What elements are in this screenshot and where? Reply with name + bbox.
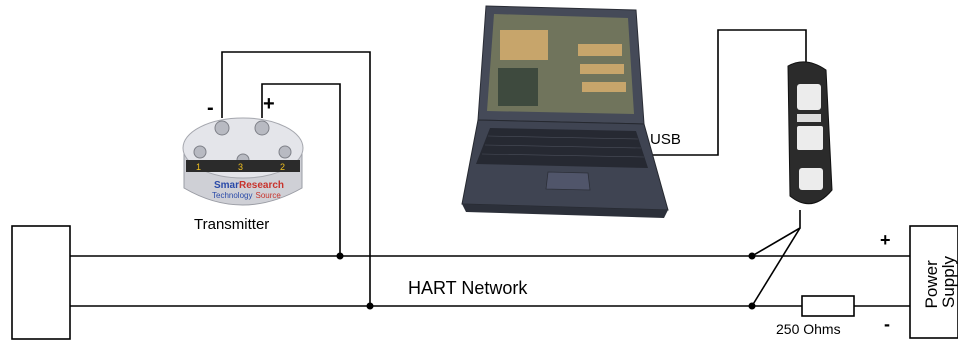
supply-plus-sign: + [880, 230, 891, 250]
power-supply-line2: Supply [939, 256, 958, 308]
laptop-computer [461, 5, 669, 218]
terminal-screw [193, 145, 207, 159]
junction-dot [748, 252, 756, 260]
junction-dot [366, 302, 374, 310]
terminal-screw [254, 120, 270, 136]
transmitter-minus-lead [221, 51, 371, 306]
screen-image [498, 68, 538, 106]
usb-label: USB [650, 131, 681, 148]
terminal-screw [214, 120, 230, 136]
terminal-number: 3 [238, 162, 243, 172]
laptop-keyboard [476, 128, 648, 168]
transmitter-brand: SmarResearch [214, 180, 284, 191]
junction-dots [336, 252, 756, 310]
modem-lead-b [751, 227, 801, 307]
screen-window-panel [582, 82, 626, 92]
terminal-number: 2 [280, 162, 285, 172]
screen-window-panel [500, 30, 548, 60]
power-supply-box [909, 225, 958, 339]
resistor-label: 250 Ohms [776, 321, 841, 337]
modem-barcode [797, 114, 821, 122]
tagline-part-b: Source [255, 191, 281, 200]
transmitter-plus-lead [261, 83, 341, 256]
brand-part-b: Research [239, 180, 284, 191]
supply-minus-sign: - [884, 314, 890, 334]
modem-label-top [797, 84, 821, 110]
transmitter-label: Transmitter [194, 216, 269, 233]
keyboard-keys [481, 135, 645, 158]
junction-dot [336, 252, 344, 260]
hart-modem [787, 61, 833, 205]
laptop-touchpad [545, 171, 591, 191]
terminal-screw [278, 145, 292, 159]
power-supply-label: Power Supply [922, 256, 958, 309]
transmitter-plus-sign: + [263, 93, 275, 115]
brand-part-a: Smar [214, 180, 239, 191]
field-device-box [11, 225, 71, 340]
junction-dot [748, 302, 756, 310]
hart-network-label: HART Network [408, 278, 528, 298]
laptop-front-edge [462, 204, 668, 218]
resistor-symbol [801, 295, 855, 317]
transmitter-minus-sign: - [207, 97, 214, 119]
screen-window-panel [580, 64, 624, 74]
screen-window-panel [578, 44, 622, 56]
usb-cable [650, 29, 807, 156]
power-supply-line1: Power [922, 260, 941, 309]
tagline-part-a: Technology [212, 191, 252, 200]
modem-lead-a [751, 210, 801, 257]
hart-wires [70, 29, 910, 307]
terminal-number: 1 [196, 162, 201, 172]
terminal-band [186, 160, 300, 172]
modem-label-mid [797, 126, 823, 150]
modem-label-bottom [799, 168, 823, 190]
